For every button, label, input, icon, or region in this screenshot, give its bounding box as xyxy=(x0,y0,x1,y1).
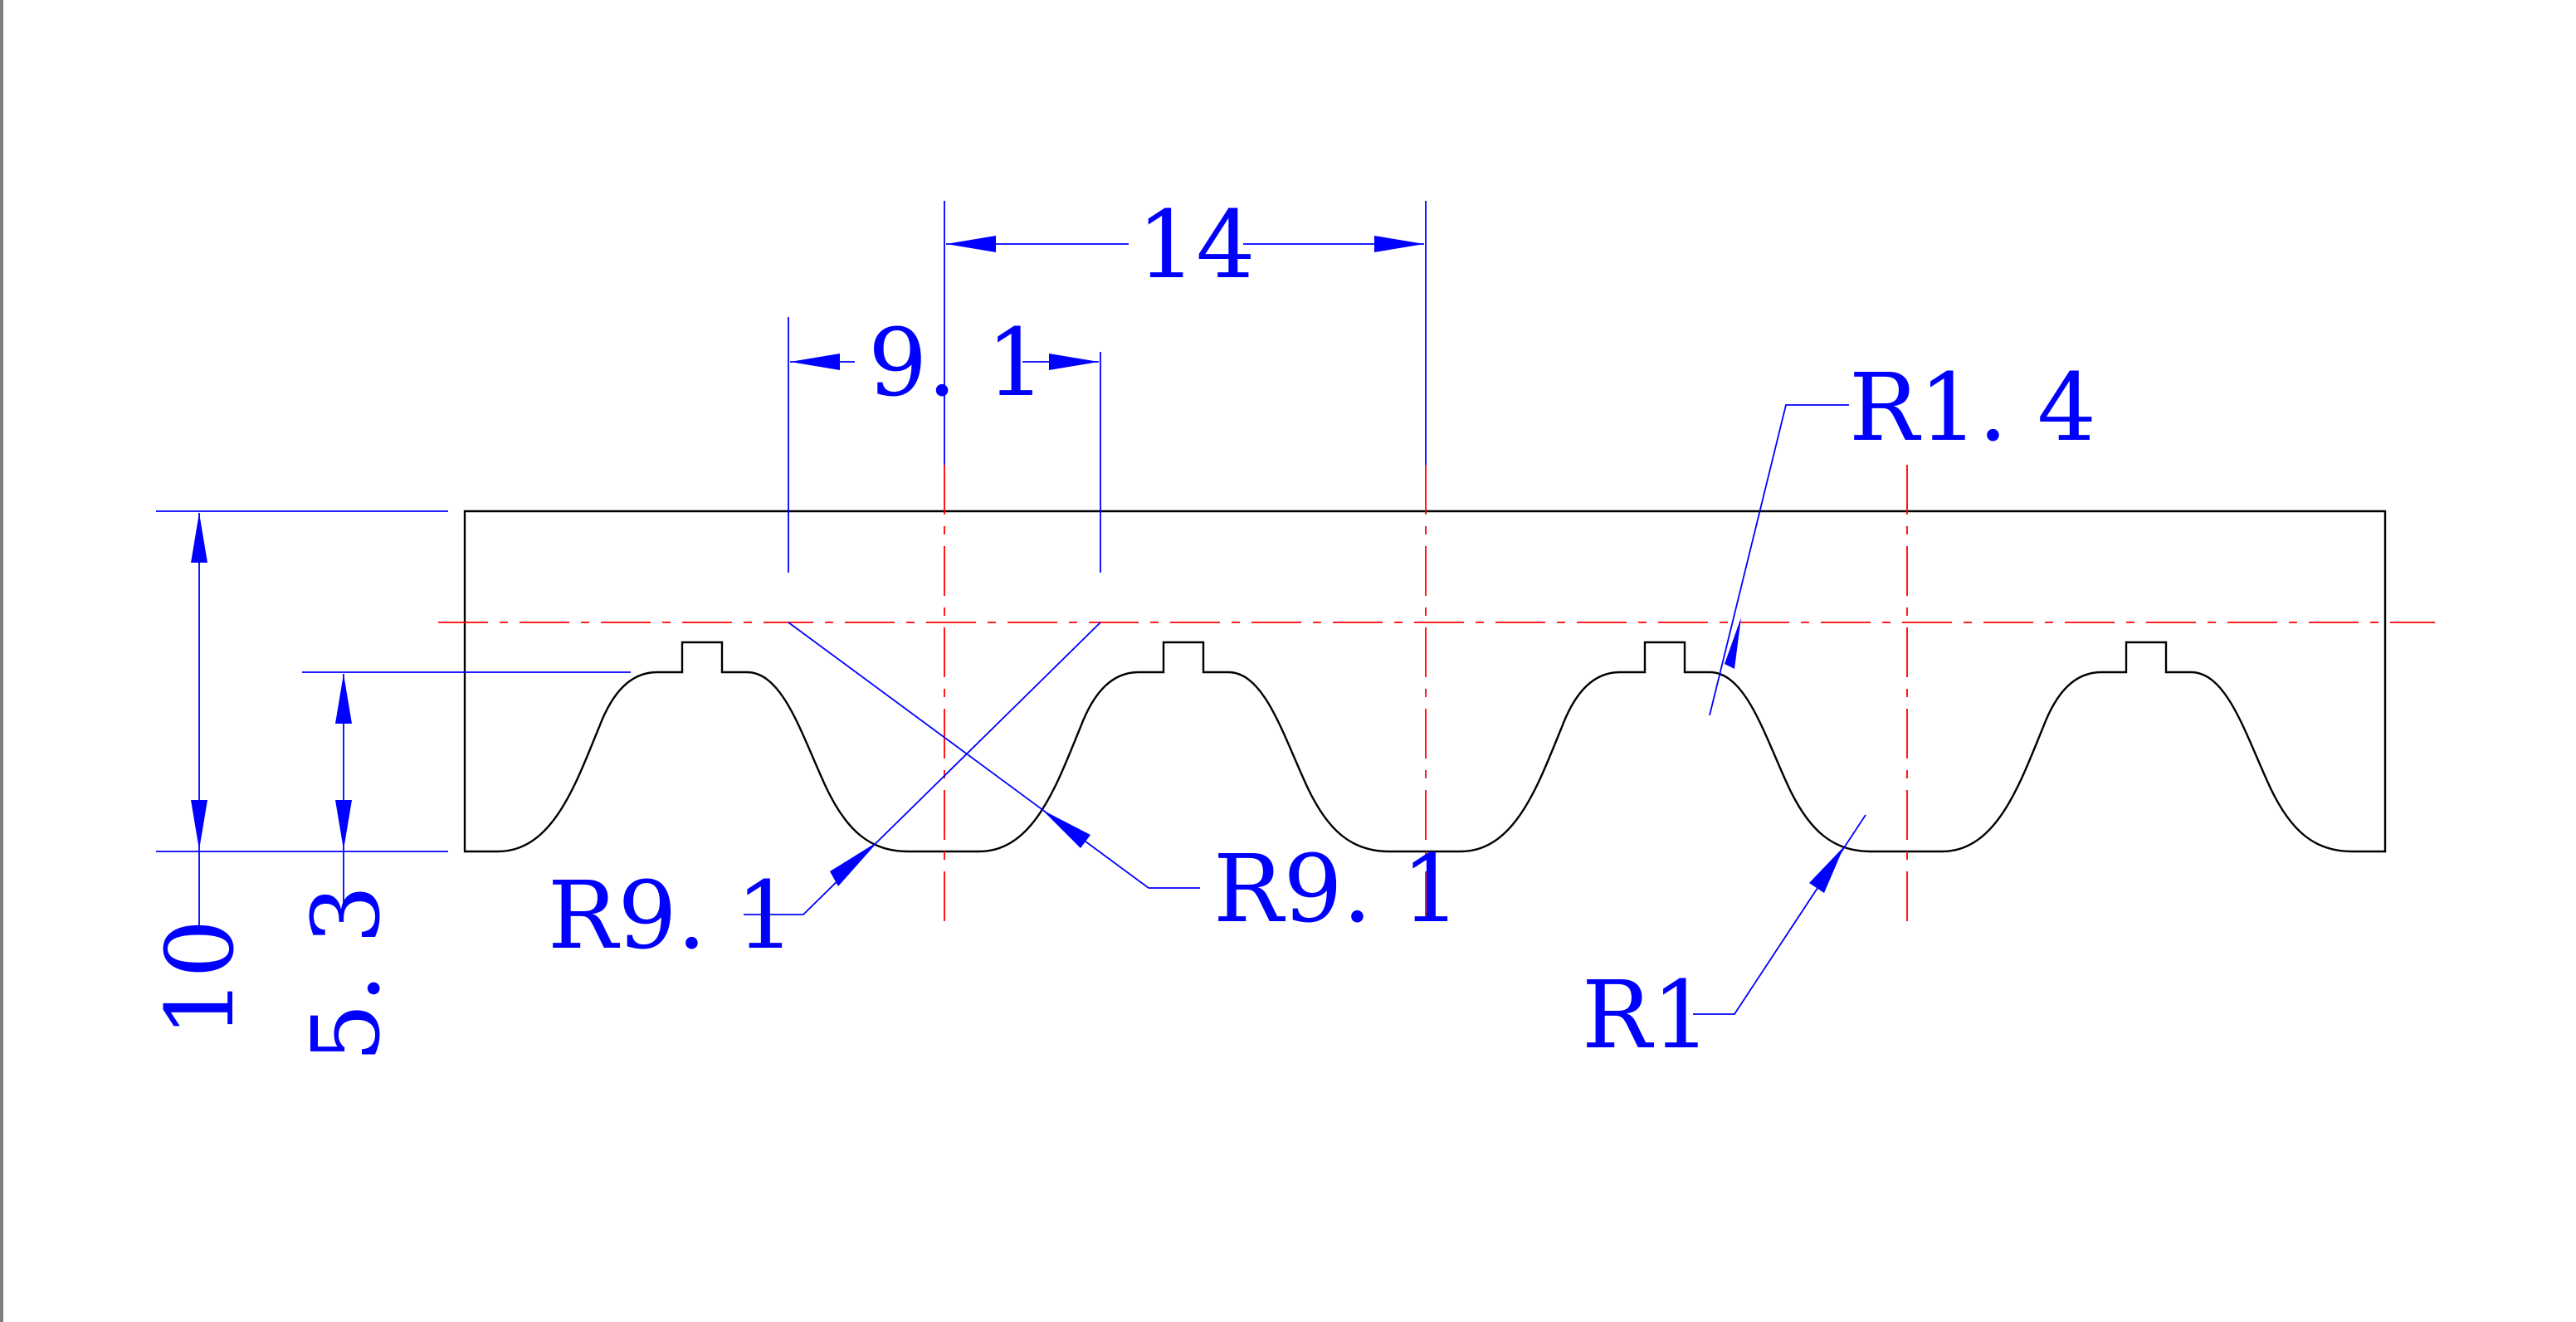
r91-left-arrow xyxy=(830,841,878,886)
fillet-top-label: R1. 4 xyxy=(1849,354,2096,462)
height-arrow-top xyxy=(191,513,207,563)
r14-leader-line xyxy=(1709,404,1849,716)
height-arrow-bottom xyxy=(191,800,207,850)
leader-root-fillet: R1 xyxy=(1582,814,1866,1070)
pitch-label: 14 xyxy=(1137,192,1256,300)
width-arrow-right xyxy=(1049,354,1099,370)
belt-outline xyxy=(463,510,2387,853)
dimension-tooth-height: 5. 3 xyxy=(293,671,631,1062)
leader-fillet-top: R1. 4 xyxy=(1709,354,2096,716)
flank-left-label: R9. 1 xyxy=(548,862,795,970)
total-height-label: 10 xyxy=(147,919,255,1037)
belt-profile-path xyxy=(463,510,2387,853)
center-lines xyxy=(438,465,2435,929)
r91-left-leader-line xyxy=(744,622,1101,915)
tooth-width-label: 9. 1 xyxy=(868,310,1046,417)
leader-flank-right: R9. 1 xyxy=(788,622,1461,944)
r91-right-arrow xyxy=(1042,810,1090,848)
pitch-arrow-right xyxy=(1374,236,1424,252)
r14-arrow xyxy=(1725,617,1741,669)
dimension-total-height: 10 xyxy=(147,510,448,1037)
tooth-height-label: 5. 3 xyxy=(293,885,401,1062)
dimension-tooth-width: 9. 1 xyxy=(788,310,1101,573)
width-arrow-left xyxy=(790,354,840,370)
tooth-height-arrow-bottom xyxy=(335,800,352,850)
root-fillet-label: R1 xyxy=(1582,962,1711,1070)
r1-arrow xyxy=(1809,846,1844,893)
pitch-arrow-left xyxy=(946,236,996,252)
leader-flank-left: R9. 1 xyxy=(548,622,1101,970)
tooth-height-arrow-top xyxy=(335,674,352,724)
r91-right-leader-line xyxy=(788,622,1200,889)
flank-right-label: R9. 1 xyxy=(1213,836,1461,944)
dimension-pitch: 14 xyxy=(944,192,1427,465)
